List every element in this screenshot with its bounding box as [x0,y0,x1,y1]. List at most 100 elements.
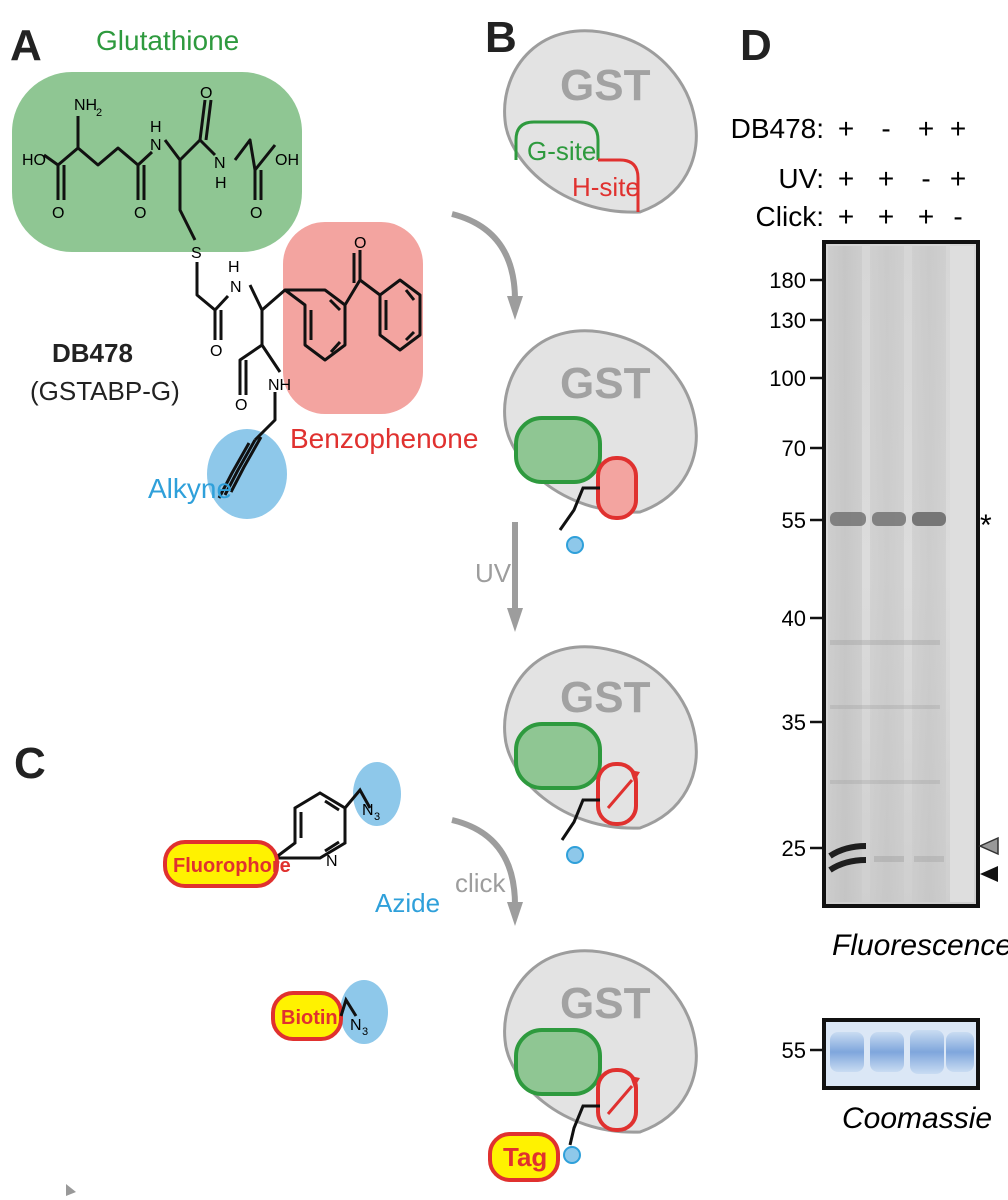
benzophenone-highlight [283,222,423,414]
arrow-click [451,817,518,906]
click-lane-1: + [838,201,854,232]
click-lane-4: - [953,201,962,232]
db478-lane-4: + [950,113,966,144]
db478-lane-3: + [918,113,934,144]
atom-n3-sub-1: 3 [374,811,380,823]
gst-label-2: GST [560,359,651,408]
atom-n3-sub-2: 3 [362,1026,368,1038]
panel-label-a: A [10,21,42,70]
stray-mark [66,1184,76,1196]
atom-ho: HO [22,152,46,169]
compound-name: DB478 [52,338,133,368]
panel-a: A Glutathione [10,21,478,519]
benzophenone-label: Benzophenone [290,423,478,454]
fluorescence-gel [822,240,980,908]
coomassie-mw-55: 55 [782,1038,806,1063]
atom-h-3: H [228,259,240,276]
mw-130: 130 [769,308,806,333]
fluorophore-label: Fluorophore [173,855,291,877]
gst-state-4: GST Tag [488,949,698,1182]
mw-70: 70 [782,436,806,461]
panel-label-c: C [14,739,46,788]
asterisk-marker: * [980,509,992,542]
azide-label: Azide [375,888,440,918]
mw-180: 180 [769,268,806,293]
atom-o-5: O [210,343,222,360]
tag-label: Tag [503,1142,547,1172]
atom-o-2: O [134,205,146,222]
arrow-click-head [507,902,523,926]
fluorescence-caption: Fluorescence [832,929,1008,962]
atom-nh: NH [268,377,291,394]
panel-label-b: B [485,13,517,62]
gst-state-1: GST G-site H-site [503,29,698,214]
atom-o-3: O [200,85,212,102]
db478-structure [43,99,422,499]
atom-h-1: H [150,119,162,136]
arrowhead-black [980,866,998,882]
mw-55: 55 [782,508,806,533]
step-uv-label: UV [475,558,512,588]
atom-n-2: N [214,155,226,172]
atom-oh: OH [275,152,299,169]
panel-d: D DB478: UV: Click: + - + + + + - + + + … [731,21,1008,1135]
atom-h-2: H [215,175,227,192]
azide-circle-2 [340,980,388,1044]
atom-o-7: O [354,235,366,252]
uv-lane-3: - [921,163,930,194]
panel-label-d: D [740,21,772,70]
glutathione-highlight [12,72,302,252]
uv-lane-4: + [950,163,966,194]
arrow-bind [451,211,518,301]
db478-lane-1: + [838,113,854,144]
atom-n-pyridine: N [326,853,338,870]
mw-markers: 180 130 100 70 55 40 35 25 [769,268,824,861]
atom-n3-2: N [350,1017,362,1034]
uv-lane-2: + [878,163,894,194]
mw-100: 100 [769,366,806,391]
compound-alias: (GSTABP-G) [30,376,180,406]
coomassie-gel: 55 [782,1018,980,1090]
cond-label-db478: DB478: [731,113,824,144]
gel-border [822,240,980,908]
panel-b: B GST G-site H-site GST UV G [451,13,698,1182]
cond-label-uv: UV: [778,163,824,194]
glutathione-label: Glutathione [96,25,239,56]
atom-nh2-sub: 2 [96,107,102,119]
click-lane-2: + [878,201,894,232]
atom-o-4: O [250,205,262,222]
arrowhead-gray [978,836,999,856]
gst-label-4: GST [560,979,651,1028]
atom-s: S [191,245,202,262]
azide-circle-1 [353,762,401,826]
atom-n3-1: N [362,802,374,819]
click-lane-3: + [918,201,934,232]
biotin-label: Biotin [281,1007,338,1029]
gst-state-3: GST [503,645,698,864]
tag-box [488,1132,560,1182]
mw-35: 35 [782,710,806,735]
pyridine-structure [270,787,372,860]
arrow-uv-head [507,608,523,632]
conditions-table: DB478: UV: Click: + - + + + + - + + + + … [731,113,967,232]
atom-n-1: N [150,137,162,154]
mw-25: 25 [782,836,806,861]
coomassie-border [822,1018,980,1090]
h-site-label: H-site [572,172,640,202]
arrow-bind-head [507,296,523,320]
atom-o-6: O [235,397,247,414]
panel-c: C N N 3 Fluorophore Azide Biotin N 3 [14,739,440,1044]
db478-lane-2: - [881,113,890,144]
alkyne-highlight [207,429,287,519]
atom-o-1: O [52,205,64,222]
atom-nh2: NH [74,97,97,114]
coomassie-caption: Coomassie [842,1102,992,1135]
gst-state-2: GST [503,329,698,554]
uv-lane-1: + [838,163,854,194]
g-site-label: G-site [527,136,596,166]
gst-label-1: GST [560,61,651,110]
atom-n-3: N [230,279,242,296]
alkyne-label: Alkyne [148,473,232,504]
fluorophore-box [163,840,279,888]
